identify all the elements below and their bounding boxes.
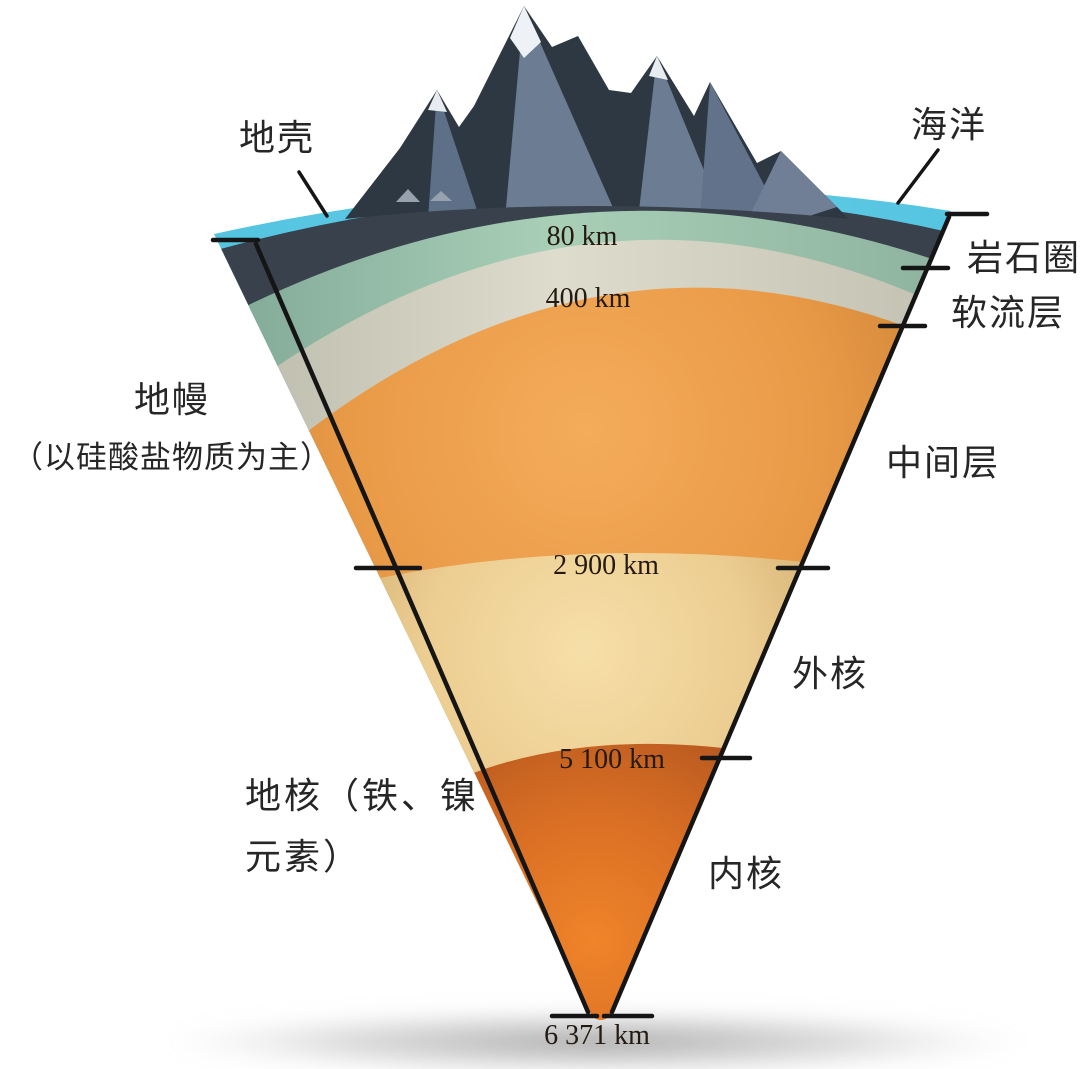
right-bracket-diagonal (609, 214, 952, 1015)
mountain (345, 6, 849, 219)
snow-cap-left (428, 90, 447, 112)
label-mantle-title: 地幔 (133, 379, 211, 420)
depth-label-80km: 80 km (546, 221, 618, 252)
label-lithosphere: 岩石圈 (966, 237, 1080, 278)
label-middle-layer: 中间层 (885, 442, 1001, 483)
label-crust: 地壳 (238, 117, 316, 158)
label-mantle-subtitle: （以硅酸盐物质为主） (12, 440, 332, 475)
label-core: 地核（铁、镍 元素） (245, 775, 479, 898)
base-rock-2 (430, 191, 452, 201)
ocean-leader-line (896, 148, 940, 205)
mountain-face-mid-peak (638, 56, 724, 219)
label-core-line2: 元素） (245, 836, 363, 878)
snow-cap-mid (649, 56, 668, 80)
label-inner-core: 内核 (707, 853, 785, 894)
crust-leader-line (297, 170, 329, 218)
mountain-face-right-slope (748, 151, 837, 219)
mountain-face-main-peak (505, 6, 618, 219)
label-asthenosphere: 软流层 (950, 292, 1066, 333)
depth-label-5100km: 5 100 km (559, 744, 665, 775)
left-bracket-diagonal (253, 241, 591, 1015)
snow-cap-main (510, 6, 541, 58)
depth-label-6371km: 6 371 km (544, 1020, 650, 1051)
label-outer-core: 外核 (791, 653, 869, 694)
depth-label-400km: 400 km (545, 283, 631, 314)
mountain-face-right-peak (700, 82, 782, 219)
cone-layers (214, 186, 951, 1020)
label-core-line1: 地核（铁、镍 (245, 775, 480, 816)
depth-brackets (210, 211, 990, 1019)
ground-shadow (165, 1008, 1025, 1069)
leader-lines (297, 148, 940, 218)
mountain-face-left-peak (428, 90, 480, 219)
base-rock-1 (396, 189, 420, 202)
depth-label-2900km: 2 900 km (553, 550, 659, 581)
label-ocean: 海洋 (910, 104, 988, 145)
